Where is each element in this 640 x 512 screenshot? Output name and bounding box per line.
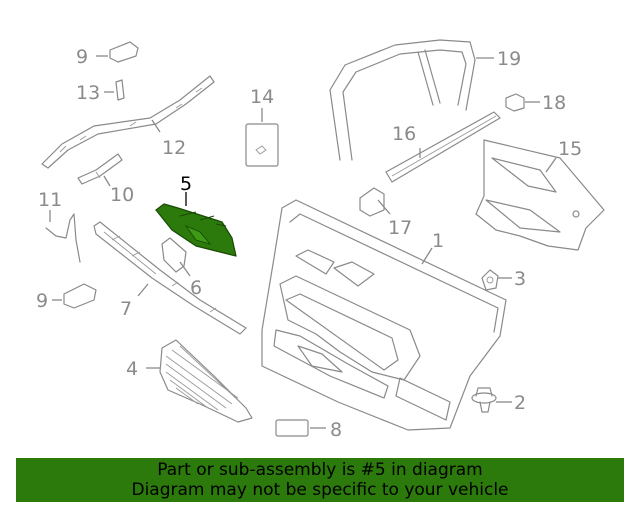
callout-16: 16 [392,123,416,145]
callout-19: 19 [497,48,521,70]
part-7-trim-strip[interactable] [93,221,247,335]
callout-3: 3 [514,268,526,290]
part-11-cable[interactable] [45,210,81,263]
callout-14: 14 [250,86,274,108]
callout-12: 12 [162,137,186,159]
part-13-pin[interactable] [104,79,125,101]
callout-9-top: 9 [76,46,88,68]
part-4-speaker-grille[interactable] [146,339,253,423]
callout-6: 6 [190,277,202,299]
part-3-clip[interactable] [481,269,512,291]
callout-17: 17 [388,217,412,239]
part-5-highlighted[interactable] [155,192,237,257]
part-10-harness[interactable] [77,153,123,187]
callout-7: 7 [120,298,132,320]
callout-1: 1 [432,230,444,252]
part-9-cap-top[interactable] [96,41,139,63]
callout-15: 15 [558,138,582,160]
part-16-belt-strip[interactable] [385,111,501,183]
callout-4: 4 [126,358,138,380]
part-12-upper-trim[interactable] [41,75,215,169]
part-18-clip[interactable] [505,93,540,112]
part-14-switch[interactable] [245,108,279,167]
part-15-insulator[interactable] [475,139,605,251]
part-8-plate[interactable] [275,419,326,437]
info-banner: Part or sub-assembly is #5 in diagram Di… [16,458,624,502]
callout-13: 13 [76,82,100,104]
part-1-door-trim-panel[interactable] [261,199,507,431]
callout-5: 5 [180,173,192,195]
part-9-bracket-lower[interactable] [52,283,97,309]
callout-8: 8 [330,419,342,441]
banner-line-1: Part or sub-assembly is #5 in diagram [157,460,483,480]
part-19-window-channel[interactable] [329,39,494,161]
callout-10: 10 [110,184,134,206]
banner-line-2: Diagram may not be specific to your vehi… [131,480,509,500]
callout-11: 11 [38,189,62,211]
part-17-bracket[interactable] [359,187,391,217]
part-6-bracket[interactable] [161,237,191,277]
part-2-push-clip[interactable] [471,387,512,413]
parts-diagram: 19 18 16 15 14 17 [36,39,605,441]
callout-2: 2 [514,392,526,414]
callout-18: 18 [542,92,566,114]
callout-9-lower: 9 [36,290,48,312]
